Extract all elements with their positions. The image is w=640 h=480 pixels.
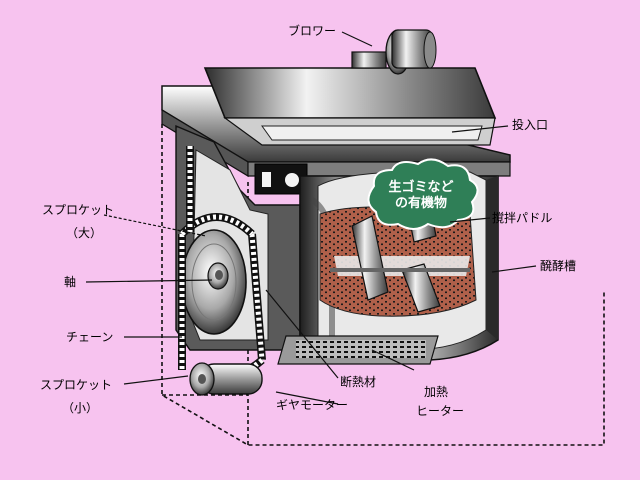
label-fermentation-tank: 醗酵槽 (540, 259, 577, 273)
label-sprocket-small-line2: （小） (62, 401, 99, 415)
organic-waste-callout (367, 158, 479, 230)
label-stirring-paddle: 撹拌パドル (492, 211, 553, 225)
callout-line-2: の有機物 (394, 196, 447, 211)
large-sprocket (181, 229, 247, 335)
gear-motor (189, 362, 263, 396)
label-shaft: 軸 (64, 275, 77, 289)
control-panel (254, 163, 308, 195)
label-blower: ブロワー (288, 24, 337, 38)
label-heater-line2: ヒーター (416, 404, 465, 418)
label-sprocket-large-line1: スプロケット (42, 203, 115, 217)
tank-outer-shell (486, 176, 498, 340)
callout-text: 生ゴミなど の有機物 (366, 180, 476, 212)
label-chain: チェーン (66, 330, 114, 344)
label-sprocket-large-line2: （大） (66, 226, 103, 240)
label-sprocket-small-line1: スプロケット (40, 378, 113, 392)
label-heater-line1: 加熱 (424, 385, 449, 399)
label-insulation: 断熱材 (340, 375, 377, 389)
heater-vent (277, 335, 439, 365)
inlet-hopper (203, 67, 497, 146)
label-inlet: 投入口 (512, 118, 549, 132)
leader-lines (85, 31, 537, 405)
blower-unit (351, 29, 437, 75)
callout-line-1: 生ゴミなど (388, 180, 454, 195)
label-gear-motor: ギヤモーター (276, 398, 349, 412)
